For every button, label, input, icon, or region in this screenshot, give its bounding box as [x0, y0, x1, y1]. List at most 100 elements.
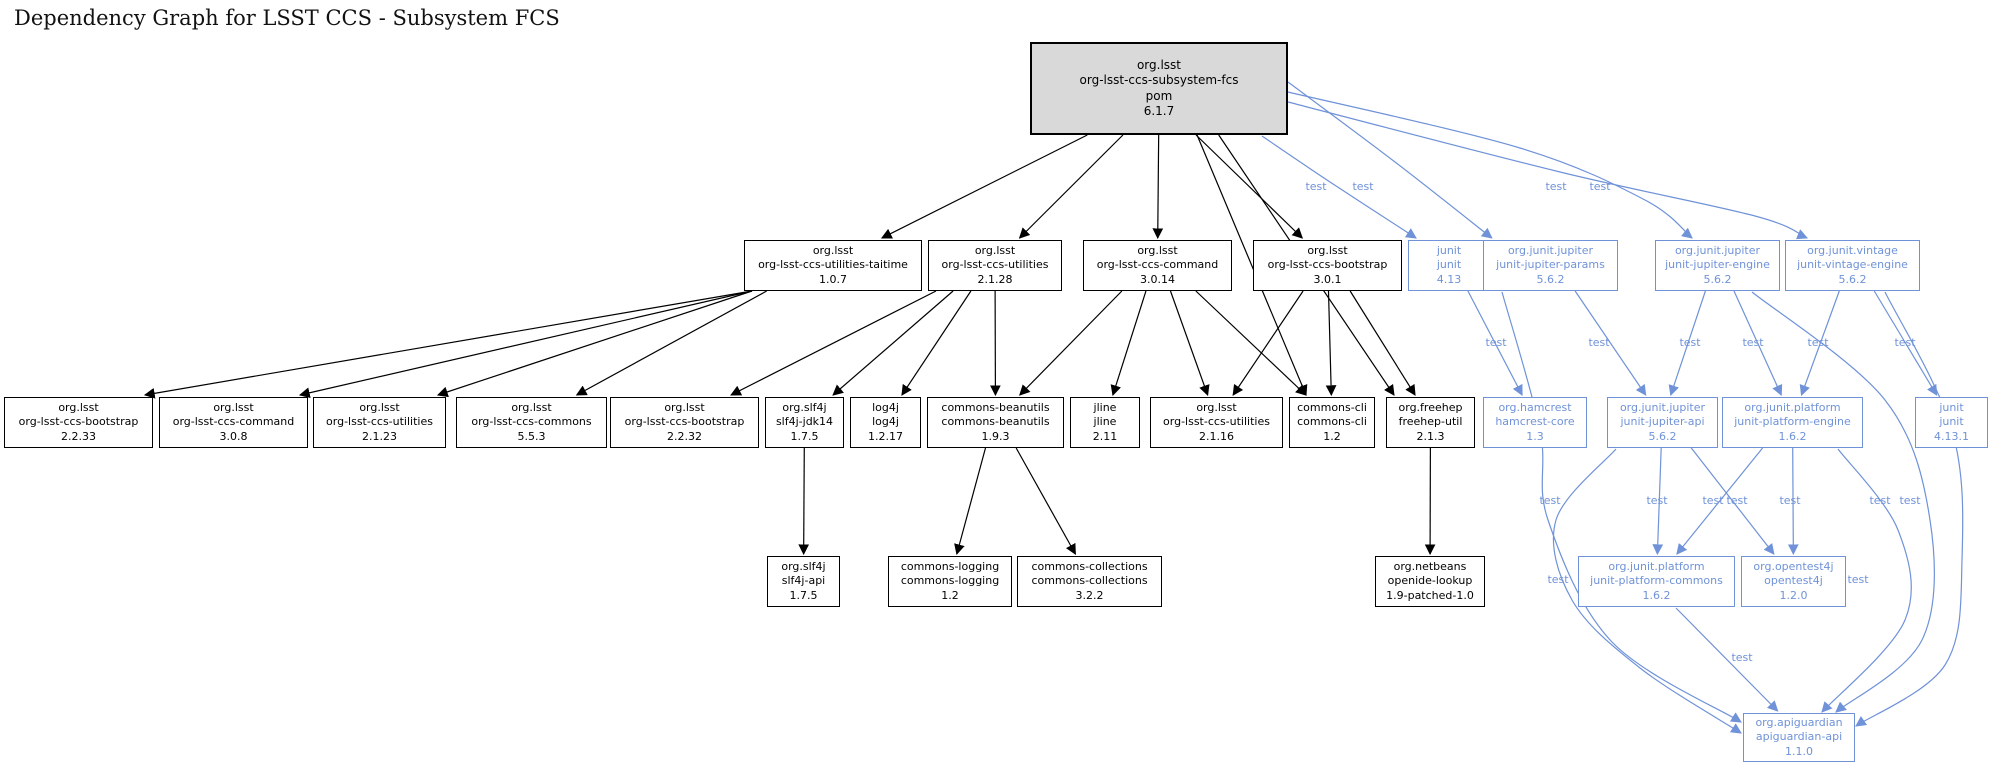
edge-utilities-2-1-28-to-log4j	[901, 290, 972, 396]
edge-platform-engine-to-platform-commons	[1676, 447, 1764, 555]
edge-label-test: test	[1742, 336, 1764, 349]
edge-label-test: test	[1726, 494, 1748, 507]
edge-jupiter-api-to-platform-commons	[1652, 447, 1664, 556]
node-log4j-line: log4j	[872, 401, 899, 415]
node-commons-cli-line: 1.2	[1323, 429, 1341, 443]
node-jupiter-engine-line: 5.6.2	[1703, 272, 1732, 286]
node-commons-collections-line: 3.2.2	[1075, 588, 1104, 602]
edge-label-test: test	[1545, 180, 1567, 193]
node-platform-commons-line: 1.6.2	[1642, 588, 1671, 602]
edge-jupiter-api-to-apiguardian	[1552, 448, 1742, 734]
edge-bootstrap-3-0-1-to-commons-cli	[1325, 290, 1337, 397]
node-hamcrest-core-line: org.hamcrest	[1498, 401, 1572, 415]
node-root-line: org.lsst	[1136, 57, 1182, 72]
node-apiguardian-line: apiguardian-api	[1755, 730, 1843, 744]
node-jupiter-params-line: org.junit.jupiter	[1507, 244, 1594, 258]
edge-taitime-to-utilities-2-1-23	[436, 290, 753, 398]
edge-label-test: test	[1702, 494, 1724, 507]
node-commons-5-5-3-line: org.lsst	[511, 401, 552, 415]
edge-root-to-utilities-2-1-28	[1018, 134, 1124, 239]
edges-group	[143, 81, 1964, 734]
node-slf4j-api-line: org.slf4j	[781, 560, 826, 574]
node-taitime-line: org-lsst-ccs-utilities-taitime	[758, 258, 908, 272]
edge-jupiter-params-to-apiguardian	[1501, 291, 1742, 723]
node-platform-engine-line: 1.6.2	[1778, 429, 1807, 443]
node-root-line: org-lsst-ccs-subsystem-fcs	[1079, 73, 1239, 88]
edge-label-test: test	[1646, 494, 1668, 507]
node-commons-5-5-3-line: org-lsst-ccs-commons	[471, 415, 592, 429]
node-bootstrap-3-0-1-line: org.lsst	[1307, 244, 1348, 258]
edge-jupiter-params-to-jupiter-api	[1574, 290, 1647, 396]
node-bootstrap-3-0-1-line: org-lsst-ccs-bootstrap	[1267, 258, 1388, 272]
node-hamcrest-core-line: hamcrest-core	[1495, 415, 1575, 429]
node-junit-4-13-line: junit	[1436, 258, 1462, 272]
edge-taitime-to-commons-5-5-3	[575, 290, 767, 396]
node-apiguardian-line: org.apiguardian	[1755, 716, 1843, 730]
page-title: Dependency Graph for LSST CCS - Subsyste…	[14, 6, 560, 30]
node-commons-logging-line: 1.2	[941, 588, 959, 602]
node-platform-commons-line: junit-platform-commons	[1590, 574, 1723, 588]
edge-root-to-jupiter-params	[1287, 81, 1493, 239]
node-platform-commons-line: org.junit.platform	[1608, 560, 1705, 574]
node-jupiter-engine-line: junit-jupiter-engine	[1665, 258, 1770, 272]
node-jupiter-api-line: org.junit.jupiter	[1619, 401, 1706, 415]
node-vintage-engine-line: org.junit.vintage	[1807, 244, 1898, 258]
edge-root-to-junit-4-13	[1261, 135, 1417, 239]
edge-command-3-0-14-to-commons-beanutils	[1019, 290, 1123, 396]
edge-jupiter-api-to-opentest4j	[1690, 447, 1775, 555]
edge-utilities-2-1-28-to-bootstrap-2-2-32	[730, 290, 937, 396]
edge-label-test: test	[1869, 494, 1891, 507]
node-opentest4j-line: opentest4j	[1764, 574, 1823, 588]
node-command-3-0-8-line: org.lsst	[213, 401, 254, 415]
edge-label-test: test	[1589, 180, 1611, 193]
node-command-3-0-8-line: 3.0.8	[219, 429, 248, 443]
edge-taitime-to-bootstrap-2-2-33	[143, 290, 753, 399]
node-commons-cli-line: commons-cli	[1297, 401, 1367, 415]
node-platform-engine-line: junit-platform-engine	[1734, 415, 1851, 429]
node-jupiter-params-line: junit-jupiter-params	[1496, 258, 1605, 272]
node-log4j-line: log4j	[872, 415, 899, 429]
node-jupiter-api-line: junit-jupiter-api	[1620, 415, 1705, 429]
edge-utilities-2-1-28-to-slf4j-jdk14	[832, 290, 954, 396]
node-utilities-2-1-23-line: 2.1.23	[362, 429, 397, 443]
node-junit-4-13-1-line: junit	[1939, 415, 1964, 429]
edge-platform-engine-to-opentest4j	[1787, 447, 1799, 556]
node-root-line: 6.1.7	[1143, 103, 1175, 118]
node-utilities-2-1-16-line: org-lsst-ccs-utilities	[1163, 415, 1270, 429]
node-opentest4j-line: 1.2.0	[1779, 588, 1808, 602]
edge-commons-beanutils-to-commons-logging	[954, 447, 987, 556]
node-bootstrap-2-2-32-line: 2.2.32	[667, 429, 702, 443]
edge-command-3-0-14-to-utilities-2-1-16	[1169, 290, 1210, 397]
node-utilities-2-1-16-line: org.lsst	[1196, 401, 1237, 415]
node-bootstrap-2-2-33-line: org.lsst	[58, 401, 99, 415]
edge-platform-commons-to-apiguardian	[1675, 607, 1779, 712]
edge-label-test: test	[1539, 494, 1561, 507]
node-commons-5-5-3-line: 5.5.3	[517, 429, 546, 443]
edge-root-to-bootstrap-3-0-1	[1195, 134, 1303, 239]
node-openide-lookup-line: openide-lookup	[1387, 574, 1473, 588]
edge-vintage-engine-to-platform-engine	[1799, 290, 1840, 397]
edge-vintage-engine-to-junit-4-13-1	[1873, 290, 1938, 396]
edge-label-test: test	[1679, 336, 1701, 349]
edge-label-test: test	[1807, 336, 1829, 349]
node-utilities-2-1-28-line: 2.1.28	[977, 272, 1013, 286]
